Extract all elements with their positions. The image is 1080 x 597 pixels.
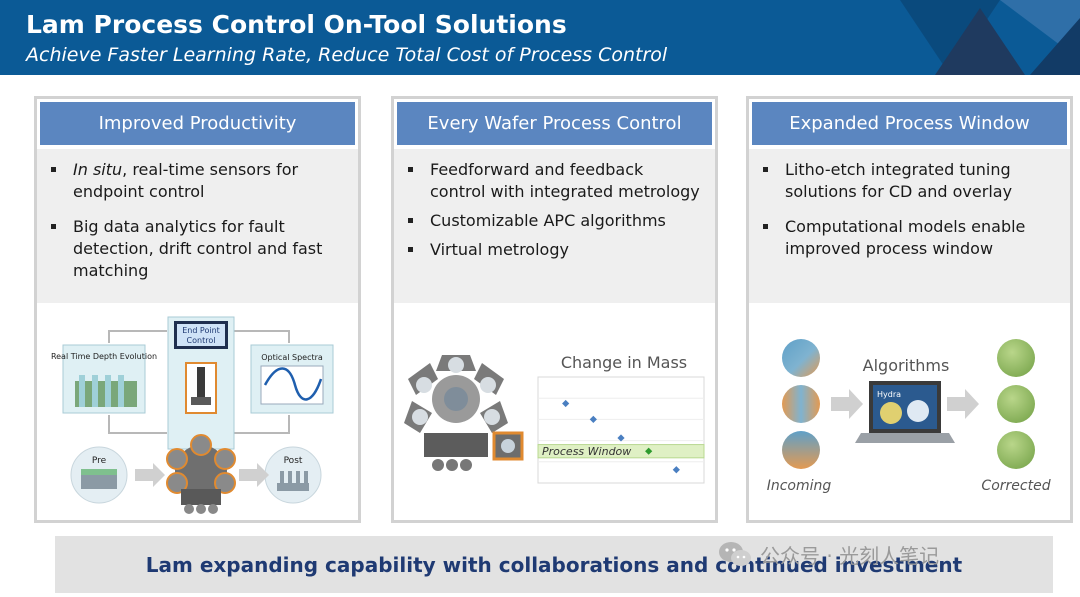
footer-banner: Lam expanding capability with collaborat… <box>55 536 1053 593</box>
bullet-text: Customizable APC algorithms <box>430 211 666 230</box>
bullet-text: Virtual metrology <box>430 240 569 259</box>
column-bullets: Litho-etch integrated tuning solutions f… <box>749 149 1070 303</box>
incoming-wafer <box>782 339 820 377</box>
bullet-item: Litho-etch integrated tuning solutions f… <box>763 159 1056 203</box>
arrow-right-icon <box>831 389 863 419</box>
bullet-text: Computational models enable improved pro… <box>785 217 1026 258</box>
corrected-wafer <box>997 431 1035 469</box>
change-in-mass-graphic: Change in Mass Process Window <box>404 353 705 484</box>
process-window-label: Process Window <box>542 445 631 458</box>
optical-spectra-label: Optical Spectra <box>261 353 323 362</box>
wechat-icon <box>719 542 751 566</box>
chart-point <box>562 399 570 408</box>
change-in-mass-figure: Change in Mass Process Window <box>394 303 715 520</box>
incoming-label: Incoming <box>767 478 832 494</box>
corrected-wafer <box>997 385 1035 423</box>
watermark: 公众号 · 光刻人笔记 <box>718 536 939 572</box>
endpoint-diagram-graphic: Real Time Depth Evolution End Point Cont… <box>51 316 334 514</box>
slide-title: Lam Process Control On-Tool Solutions <box>26 10 567 39</box>
post-label: Post <box>284 456 303 466</box>
incoming-wafer <box>782 385 820 423</box>
process-tool-illustration <box>404 355 524 471</box>
column-bullets: Feedforward and feedback control with in… <box>394 149 715 303</box>
real-time-label: Real Time Depth Evolution <box>51 352 157 361</box>
bullet-marker <box>408 247 413 252</box>
bullet-marker <box>408 218 413 223</box>
pre-label: Pre <box>92 456 107 466</box>
chart-point <box>617 434 625 442</box>
bullet-emphasis: In situ <box>73 160 123 179</box>
bullet-marker <box>763 224 768 229</box>
slide-subtitle: Achieve Faster Learning Rate, Reduce Tot… <box>26 44 668 66</box>
column-heading: Improved Productivity <box>40 102 355 145</box>
bullet-text: Litho-etch integrated tuning solutions f… <box>785 160 1013 201</box>
bullet-item: In situ, real-time sensors for endpoint … <box>51 159 344 203</box>
bullet-item: Feedforward and feedback control with in… <box>408 159 701 203</box>
bullet-marker <box>51 224 56 229</box>
corrected-label: Corrected <box>981 478 1050 494</box>
algorithms-diagram: Algorithms Hydra Incoming Corrected <box>749 303 1070 520</box>
arrow-right-icon <box>947 389 979 419</box>
bullet-text: Feedforward and feedback control with in… <box>430 160 700 201</box>
svg-text:End Point: End Point <box>182 326 220 335</box>
bullet-item: Virtual metrology <box>408 239 701 261</box>
column-heading: Every Wafer Process Control <box>397 102 712 145</box>
algorithms-diagram-graphic: Algorithms Hydra Incoming Corrected <box>767 339 1051 494</box>
chart-point <box>672 466 680 474</box>
incoming-wafer <box>782 431 820 469</box>
bullet-item: Big data analytics for fault detection, … <box>51 216 344 282</box>
watermark-text: 公众号 · 光刻人笔记 <box>760 543 940 568</box>
bullet-marker <box>763 167 768 172</box>
column-improved-productivity: Improved Productivity In situ, real-time… <box>34 96 361 523</box>
chart-point <box>645 447 653 455</box>
header-triangle-decoration <box>900 0 1080 75</box>
footer-message: Lam expanding capability with collaborat… <box>145 553 963 577</box>
endpoint-diagram: Real Time Depth Evolution End Point Cont… <box>37 303 358 520</box>
bullet-marker <box>51 167 56 172</box>
chart-plot-area <box>537 376 705 484</box>
column-heading: Expanded Process Window <box>752 102 1067 145</box>
slide-header: Lam Process Control On-Tool Solutions Ac… <box>0 0 1080 75</box>
svg-text:Control: Control <box>187 336 216 345</box>
algorithms-label: Algorithms <box>863 356 950 375</box>
bullet-text: , real-time sensors for endpoint control <box>73 160 299 201</box>
chart-title: Change in Mass <box>561 353 687 372</box>
column-every-wafer-process-control: Every Wafer Process Control Feedforward … <box>391 96 718 523</box>
hydra-label: Hydra <box>877 390 901 399</box>
corrected-wafer <box>997 339 1035 377</box>
process-window-band <box>537 444 705 459</box>
column-expanded-process-window: Expanded Process Window Litho-etch integ… <box>746 96 1073 523</box>
bullet-item: Customizable APC algorithms <box>408 210 701 232</box>
column-bullets: In situ, real-time sensors for endpoint … <box>37 149 358 303</box>
bullet-marker <box>408 167 413 172</box>
bullet-text: Big data analytics for fault detection, … <box>73 217 323 280</box>
bullet-item: Computational models enable improved pro… <box>763 216 1056 260</box>
